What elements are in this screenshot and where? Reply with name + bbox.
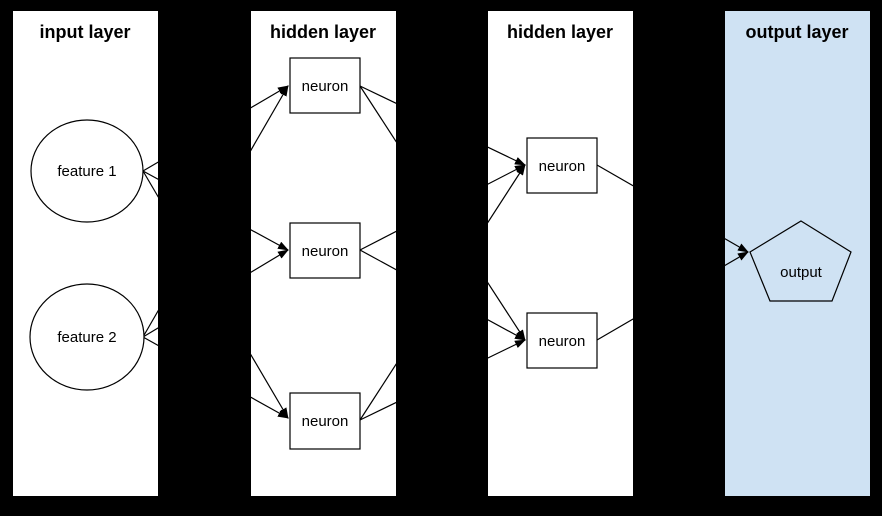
gap-cover-2: [396, 0, 488, 516]
hidden1-neuron1-box: [289, 57, 361, 114]
output-label: output: [780, 264, 823, 281]
node-hidden1-neuron3: neuron: [289, 392, 361, 450]
feature-1-label: feature 1: [57, 163, 116, 180]
feature-2-circle: [29, 283, 145, 391]
hidden2-neuron1-box: [526, 137, 598, 194]
hidden1-neuron3-label: neuron: [302, 413, 349, 430]
hidden-layer-2-panel: [488, 11, 633, 496]
gap-cover-1: [158, 0, 251, 516]
hidden1-neuron1-label: neuron: [302, 78, 349, 95]
node-hidden2-neuron1: neuron: [526, 137, 598, 194]
node-feature-2: feature 2: [29, 283, 145, 391]
output-pentagon: [749, 220, 852, 302]
feature-1-circle: [30, 119, 144, 223]
input-layer-panel: [13, 11, 158, 496]
input-layer-title: input layer: [39, 22, 130, 42]
hidden1-neuron3-box: [289, 392, 361, 450]
node-hidden1-neuron1: neuron: [289, 57, 361, 114]
hidden1-neuron2-box: [289, 222, 361, 279]
hidden2-neuron2-label: neuron: [539, 333, 586, 350]
feature-2-label: feature 2: [57, 329, 116, 346]
node-output: output: [749, 220, 852, 302]
gap-cover-3: [633, 0, 725, 516]
hidden2-neuron2-box: [526, 312, 598, 369]
layer-titles: input layer hidden layer hidden layer ou…: [39, 22, 848, 42]
panel-gap-covers: [158, 0, 725, 516]
hidden1-neuron2-label: neuron: [302, 243, 349, 260]
hidden-layer-2-title: hidden layer: [507, 22, 613, 42]
hidden2-neuron1-label: neuron: [539, 158, 586, 175]
node-feature-1: feature 1: [30, 119, 144, 223]
nodes: feature 1 feature 2 neuron neuron neuron…: [29, 57, 852, 450]
output-layer-title: output layer: [745, 22, 848, 42]
node-hidden1-neuron2: neuron: [289, 222, 361, 279]
node-hidden2-neuron2: neuron: [526, 312, 598, 369]
hidden-layer-1-title: hidden layer: [270, 22, 376, 42]
